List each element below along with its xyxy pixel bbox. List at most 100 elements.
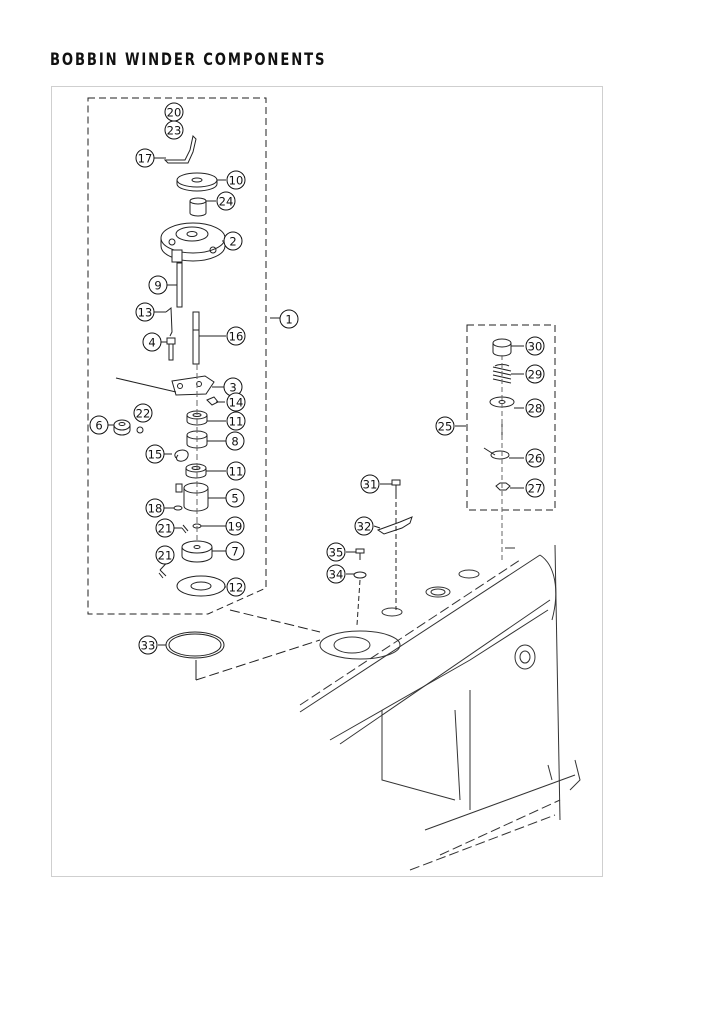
- part-15-spring: [174, 449, 189, 462]
- page-title: BOBBIN WINDER COMPONENTS: [50, 50, 327, 70]
- part-21-screw-upper: [181, 524, 189, 534]
- callout-number: 31: [363, 478, 378, 492]
- callout-circle: [216, 191, 236, 211]
- callout-number: 22: [136, 407, 151, 421]
- callout-number: 8: [231, 435, 238, 449]
- callout-circle: [226, 577, 246, 597]
- callout-c16: 16: [226, 326, 246, 346]
- machine-body: [299, 544, 581, 871]
- part-18-ring: [173, 505, 183, 511]
- part-32-plate: [376, 516, 413, 535]
- callout-circle: [525, 336, 545, 356]
- callout-number: 26: [528, 452, 543, 466]
- callout-circle: [164, 120, 184, 140]
- callout-c26: 26: [525, 448, 545, 468]
- callout-circle: [226, 392, 246, 412]
- callout-circle: [142, 332, 162, 352]
- callout-circle: [89, 415, 109, 435]
- callout-number: 13: [138, 306, 153, 320]
- callout-c19: 19: [225, 516, 245, 536]
- callout-number: 5: [231, 492, 238, 506]
- callout-circle: [354, 516, 374, 536]
- part-9-shaft: [176, 262, 183, 308]
- part-3-lever: [171, 375, 215, 396]
- callout-circle: [226, 411, 246, 431]
- callout-c5: 5: [225, 488, 245, 508]
- callout-c21b: 21: [155, 545, 175, 565]
- callout-c14: 14: [226, 392, 246, 412]
- callout-c8: 8: [225, 431, 245, 451]
- callout-c31: 31: [360, 474, 380, 494]
- callout-c12: 12: [226, 577, 246, 597]
- callout-c1: 1: [279, 309, 299, 329]
- callout-number: 9: [154, 279, 161, 293]
- callout-c2: 2: [223, 231, 243, 251]
- callout-c29: 29: [525, 364, 545, 384]
- callout-circle: [155, 518, 175, 538]
- callout-number: 6: [95, 419, 102, 433]
- callout-number: 1: [285, 313, 292, 327]
- callout-c35: 35: [326, 542, 346, 562]
- callout-number: 11: [229, 415, 244, 429]
- callout-c33: 33: [138, 635, 158, 655]
- callout-circle: [525, 364, 545, 384]
- callout-circle: [148, 275, 168, 295]
- assembly-box-1: [87, 97, 267, 615]
- callout-c23: 23: [164, 120, 184, 140]
- callout-circle: [326, 542, 346, 562]
- callout-number: 18: [148, 502, 163, 516]
- callout-number: 16: [229, 330, 244, 344]
- callout-c30: 30: [525, 336, 545, 356]
- callout-number: 28: [528, 402, 543, 416]
- callout-c7: 7: [225, 541, 245, 561]
- callout-number: 25: [438, 420, 453, 434]
- callout-circle: [135, 302, 155, 322]
- callout-c18: 18: [145, 498, 165, 518]
- callout-circle: [435, 416, 455, 436]
- part-14-screw: [206, 396, 219, 406]
- part-13-spring: [165, 306, 173, 337]
- part-31-screw: [391, 479, 401, 494]
- part-22-screw: [136, 426, 144, 434]
- callout-number: 32: [357, 520, 372, 534]
- callout-circle: [279, 309, 299, 329]
- callout-c11a: 11: [226, 411, 246, 431]
- callout-number: 33: [141, 639, 156, 653]
- part-6-bracket: [113, 419, 131, 436]
- callout-c21a: 21: [155, 518, 175, 538]
- callout-c6: 6: [89, 415, 109, 435]
- callout-circle: [225, 431, 245, 451]
- callout-number: 2: [229, 235, 236, 249]
- part-24-bushing: [189, 197, 207, 217]
- callout-number: 15: [148, 448, 163, 462]
- callout-circle: [525, 398, 545, 418]
- callout-number: 11: [229, 465, 244, 479]
- part-4-pin: [166, 337, 176, 361]
- callout-number: 12: [229, 581, 244, 595]
- part-34-washer: [353, 571, 367, 579]
- callout-circle: [133, 403, 153, 423]
- part-17-bracket: [163, 134, 197, 164]
- callout-number: 30: [528, 340, 543, 354]
- callout-c24: 24: [216, 191, 236, 211]
- leader-6: [115, 377, 177, 393]
- callout-circle: [226, 170, 246, 190]
- callout-c3: 3: [223, 377, 243, 397]
- part-16-shaft: [192, 311, 200, 365]
- callout-c20: 20: [164, 102, 184, 122]
- part-27-nut: [495, 482, 511, 491]
- callout-number: 17: [138, 152, 153, 166]
- callout-circle: [525, 478, 545, 498]
- callout-number: 34: [329, 568, 344, 582]
- callout-number: 3: [229, 381, 236, 395]
- callout-c28: 28: [525, 398, 545, 418]
- part-10-cap: [176, 172, 218, 192]
- callout-c9: 9: [148, 275, 168, 295]
- callout-circle: [525, 448, 545, 468]
- callout-number: 23: [167, 124, 182, 138]
- callout-circle: [226, 326, 246, 346]
- part-21-screw-lower: [158, 569, 167, 579]
- callout-c34: 34: [326, 564, 346, 584]
- callout-circle: [360, 474, 380, 494]
- callout-number: 19: [228, 520, 243, 534]
